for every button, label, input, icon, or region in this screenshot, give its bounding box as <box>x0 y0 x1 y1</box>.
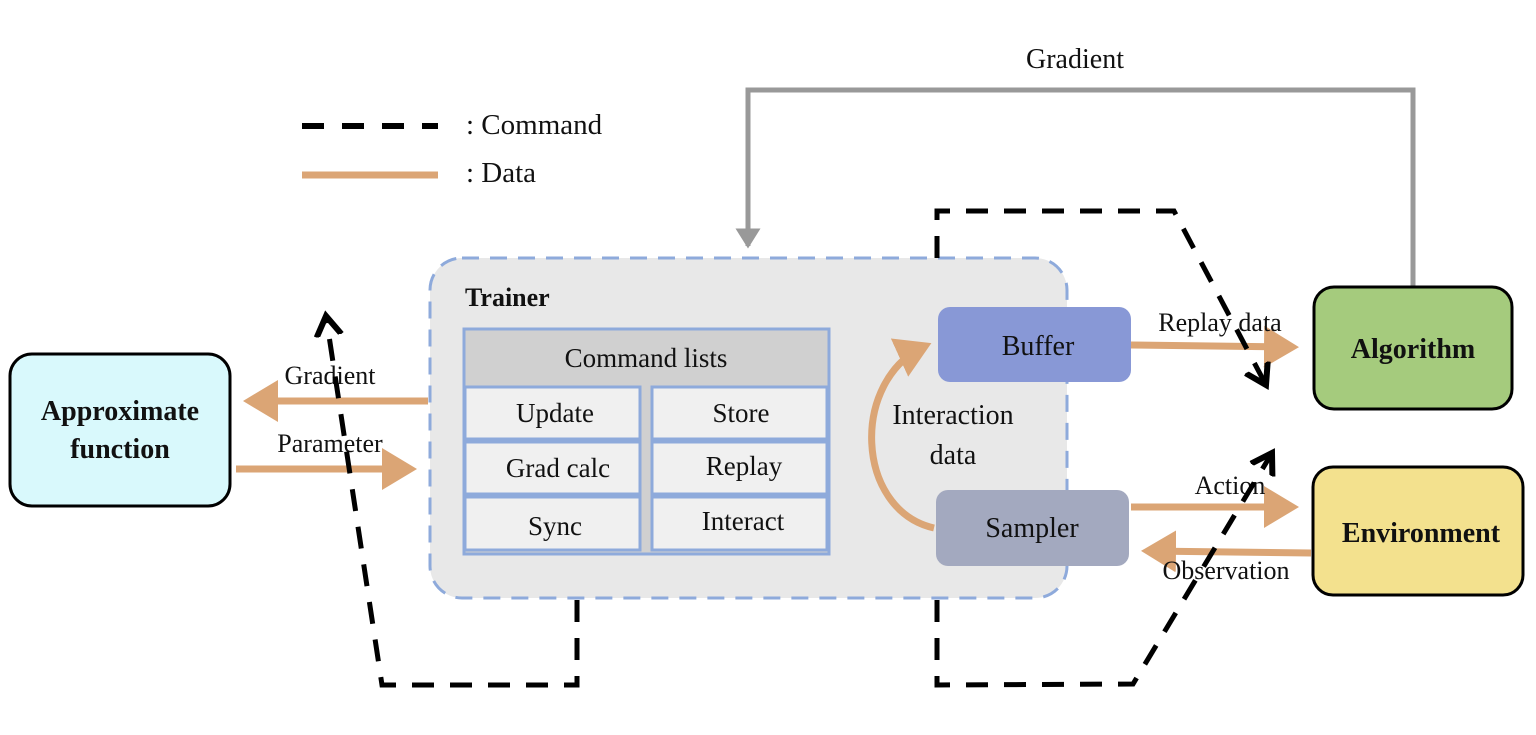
command-lists-table: Command lists Update Grad calc Sync Stor… <box>462 327 831 556</box>
legend-data-label: : Data <box>466 157 536 189</box>
environment-node[interactable]: Environment <box>1311 465 1525 597</box>
command-edges <box>326 208 1272 688</box>
sampler-label: Sampler <box>985 513 1079 544</box>
legend: : Command : Data <box>302 109 603 189</box>
interaction-data-label-line2: data <box>930 440 977 471</box>
gradient-label: Gradient <box>285 361 377 390</box>
approx-function-label-line2: function <box>70 434 170 465</box>
command-replay: Replay <box>706 451 783 481</box>
sampler-node[interactable]: Sampler <box>936 490 1129 566</box>
top-gradient-edge: Gradient <box>735 44 1416 288</box>
top-gradient-label: Gradient <box>1026 44 1124 75</box>
gradient-arrow-line <box>735 87 1416 288</box>
buffer-node[interactable]: Buffer <box>938 307 1131 382</box>
command-update: Update <box>516 398 594 428</box>
interaction-data-label-line1: Interaction <box>892 400 1013 431</box>
replay-data-label: Replay data <box>1158 308 1282 337</box>
command-path-algorithm <box>934 208 1266 385</box>
command-list-left: Update Grad calc Sync <box>463 385 642 552</box>
parameter-edge: Parameter <box>236 429 417 490</box>
command-lists-header: Command lists <box>565 343 728 373</box>
legend-command-label: : Command <box>466 109 603 141</box>
command-store: Store <box>713 398 770 428</box>
command-interact: Interact <box>702 506 785 536</box>
gradient-edge: Gradient <box>243 361 428 422</box>
command-path-approx <box>326 316 580 688</box>
observation-edge: Observation <box>1141 530 1312 585</box>
command-sync: Sync <box>528 511 582 541</box>
replay-data-edge: Replay data <box>1130 308 1299 368</box>
action-edge: Action <box>1131 471 1299 528</box>
trainer-title: Trainer <box>465 283 550 312</box>
observation-label: Observation <box>1162 556 1289 585</box>
command-path-environment <box>934 453 1272 688</box>
buffer-label: Buffer <box>1002 331 1075 362</box>
approx-function-label-line1: Approximate <box>41 396 199 427</box>
command-list-right: Store Replay Interact <box>650 385 829 552</box>
approx-function-node[interactable]: Approximate function <box>8 352 232 508</box>
parameter-label: Parameter <box>277 429 383 458</box>
algorithm-label: Algorithm <box>1351 334 1475 365</box>
interaction-data-edge: Interaction data <box>868 338 1014 532</box>
command-grad-calc: Grad calc <box>506 453 610 483</box>
algorithm-node[interactable]: Algorithm <box>1312 285 1514 411</box>
environment-label: Environment <box>1342 518 1501 549</box>
